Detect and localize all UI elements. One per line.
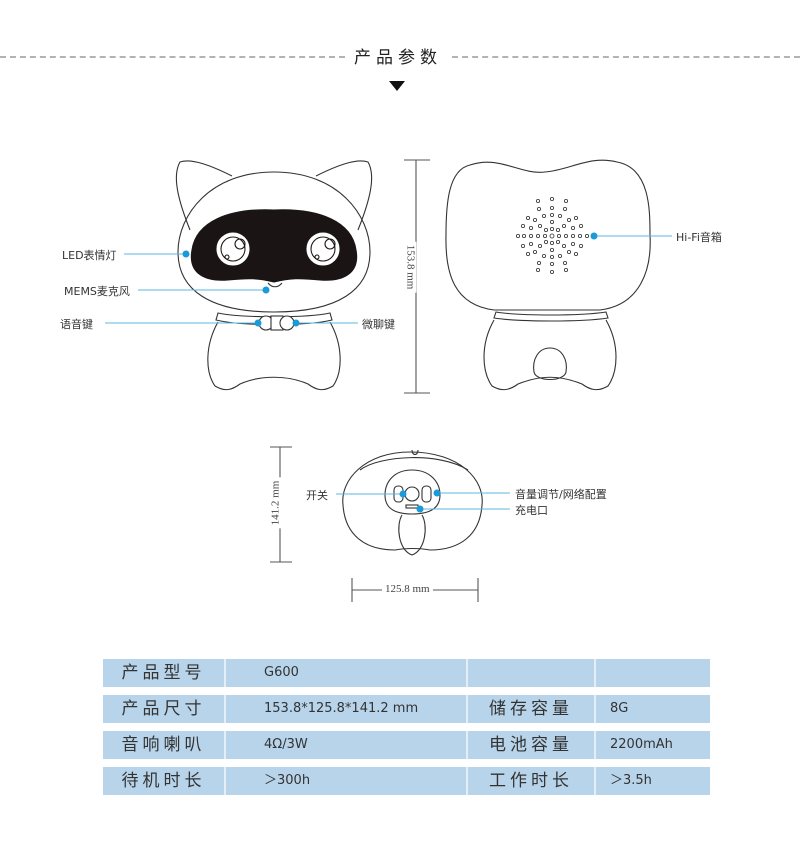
spec-label: 电池容量 [468, 731, 596, 759]
product-diagram [105, 159, 672, 602]
label-charging-port: 充电口 [515, 504, 548, 517]
spec-value: G600 [226, 659, 468, 687]
spec-label: 产品尺寸 [103, 695, 226, 723]
spec-value: 153.8*125.8*141.2 mm [226, 695, 468, 723]
spec-label: 储存容量 [468, 695, 596, 723]
spec-label [468, 659, 596, 687]
section-title: 产品参数 [348, 43, 448, 68]
bottom-view-robot [342, 449, 483, 556]
dimension-depth: 141.2 mm [269, 477, 282, 529]
triangle-down-icon [389, 81, 405, 91]
spec-table: 产品型号 G600 产品尺寸 153.8*125.8*141.2 mm 储存容量… [103, 659, 710, 803]
table-row: 待机时长 ＞300h 工作时长 ＞3.5h [103, 767, 710, 795]
spec-value: ＞3.5h [610, 773, 652, 788]
speaker-grille [516, 196, 590, 274]
label-mems-microphone: MEMS麦克风 [64, 285, 130, 298]
header-dash-right [452, 56, 800, 58]
spec-label: 待机时长 [103, 767, 226, 795]
spec-value: 2200mAh [610, 737, 673, 752]
label-power-switch: 开关 [306, 489, 328, 502]
spec-label: 产品型号 [103, 659, 226, 687]
leader-lines [105, 235, 672, 510]
header-dash-left [0, 56, 345, 58]
dimension-height: 153.8 mm [404, 241, 417, 293]
table-row: 产品型号 G600 [103, 659, 710, 687]
dimension-width: 125.8 mm [382, 583, 433, 595]
spec-label: 工作时长 [468, 767, 596, 795]
table-row: 音响喇叭 4Ω/3W 电池容量 2200mAh [103, 731, 710, 759]
callout-dots [182, 232, 598, 513]
label-volume-network: 音量调节/网络配置 [515, 488, 607, 501]
label-led-expression-light: LED表情灯 [62, 249, 117, 262]
front-view-robot [175, 160, 373, 391]
spec-label: 音响喇叭 [103, 731, 226, 759]
back-view-robot [445, 159, 651, 391]
spec-value: 8G [610, 701, 629, 716]
label-hifi-speaker: Hi-Fi音箱 [676, 231, 722, 244]
table-row: 产品尺寸 153.8*125.8*141.2 mm 储存容量 8G [103, 695, 710, 723]
label-chat-key: 微聊键 [362, 318, 395, 331]
spec-value: 4Ω/3W [226, 731, 468, 759]
spec-value [596, 659, 710, 687]
label-voice-key: 语音键 [60, 318, 93, 331]
spec-value: ＞300h [226, 767, 468, 795]
